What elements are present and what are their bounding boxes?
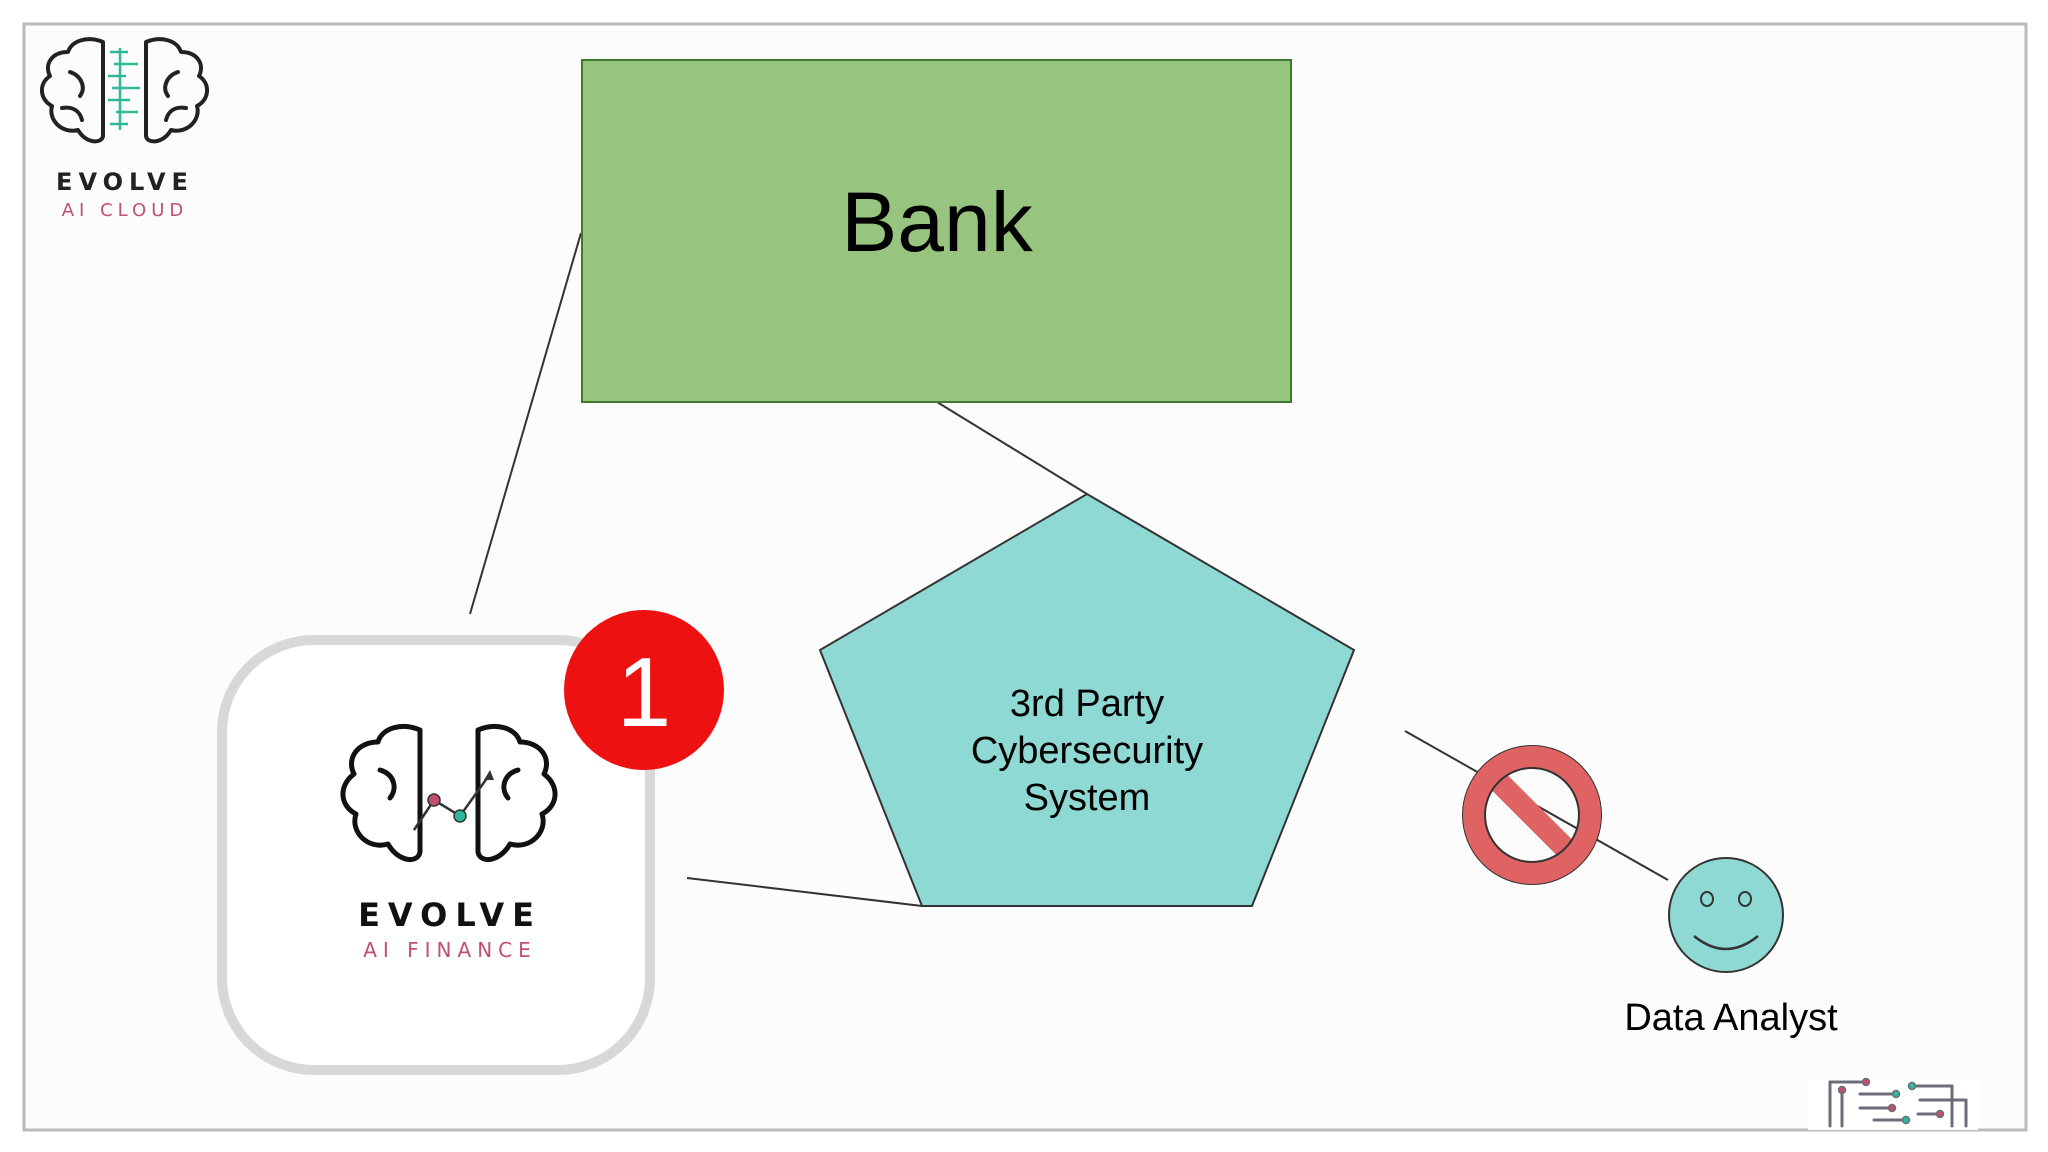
bank-box	[581, 59, 1292, 403]
app-icon-frame	[217, 635, 655, 1075]
app-title: EVOLVE	[358, 896, 542, 934]
logo-subtitle: AI CLOUD	[62, 200, 189, 221]
connector-bank-security	[936, 401, 1088, 495]
badge-circle	[564, 610, 724, 770]
security-system-node: 3rd Party Cybersecurity System	[818, 492, 1356, 907]
app-subtitle: AI FINANCE	[363, 938, 537, 962]
circuit-lines	[108, 48, 140, 130]
prohibited-icon	[1462, 745, 1602, 885]
security-label-line-3: System	[1024, 777, 1151, 819]
logo-title: EVOLVE	[56, 168, 194, 196]
evolve-ai-cloud-logo: EVOLVE AI CLOUD	[40, 37, 209, 221]
security-label-line-2: Cybersecurity	[971, 730, 1203, 772]
evolve-ai-finance-app-icon[interactable]: EVOLVE AI FINANCE 1	[217, 610, 724, 1075]
notification-badge: 1	[564, 610, 724, 770]
connector-bank-app	[469, 232, 582, 615]
bank-label: Bank	[841, 175, 1033, 269]
trend-line	[412, 770, 494, 831]
smiley-face-icon	[1668, 857, 1784, 973]
connector-app-security	[686, 877, 923, 907]
circuit-icon	[1808, 1077, 1978, 1130]
data-analyst-node: Data Analyst	[1624, 857, 1838, 1039]
pentagon-shape	[818, 492, 1356, 907]
data-analyst-label: Data Analyst	[1624, 997, 1838, 1039]
security-label-line-1: 3rd Party	[1010, 683, 1164, 725]
bank-node: Bank	[581, 59, 1292, 403]
brain-chart-icon	[340, 724, 558, 862]
brain-circuit-icon	[40, 37, 209, 144]
badge-count: 1	[617, 637, 672, 747]
